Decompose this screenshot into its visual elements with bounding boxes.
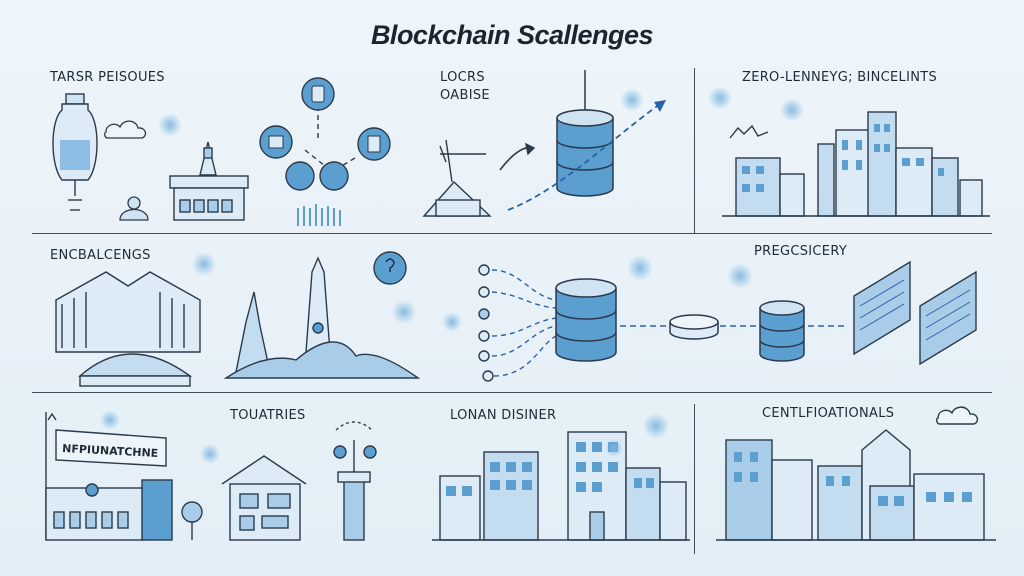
house-illustration: [221, 455, 307, 541]
factory-illustration: [169, 141, 249, 221]
lab-flask-illustration: [52, 93, 98, 211]
construction-site-illustration: [422, 139, 536, 217]
panel-label-centl: CENTLFIOATIONALS: [762, 406, 895, 421]
panel-label-encbalcengs: ENCBALCENGS: [50, 248, 151, 263]
node-bottom-right-icon: [319, 161, 349, 191]
city-skyline-top: [722, 111, 990, 217]
node-network: [259, 77, 391, 226]
panel-label-oabise: OABISE: [440, 88, 490, 103]
pavilion-illustration: [55, 271, 201, 387]
diagram-title: Blockchain Scallenges: [370, 20, 654, 50]
panel-label-tarsr: TARSR PEISOUES: [50, 70, 165, 85]
panel-label-zero: ZERO-LENNEYG; BINCELINTS: [742, 70, 938, 85]
panel-label-locrs: LOCRS: [440, 70, 485, 85]
tower-landmark-illustration: [223, 251, 421, 379]
city-skyline-bottom: [432, 431, 690, 541]
panel-label-touatries: TOUATRIES: [230, 408, 306, 423]
ledger-panels-illustration: [853, 260, 977, 366]
office-building-left: [45, 479, 203, 541]
row-divider-1: [32, 233, 992, 234]
monument-illustration: [333, 421, 377, 541]
cloud-icon: [104, 120, 147, 139]
glow-bubbles: [100, 86, 804, 464]
column-divider-bottom: [694, 404, 695, 554]
cloud-icon-right: [935, 406, 979, 425]
row-divider-2: [32, 392, 992, 393]
database-icon-top: [556, 70, 614, 197]
data-flow-diagram: [478, 264, 848, 382]
panel-label-pregcsicery: PREGCSICERY: [754, 244, 848, 259]
banner-sign: [45, 412, 167, 540]
gear-icon: [119, 196, 149, 221]
townhouse-illustration: [716, 406, 996, 541]
banner-sign-text: NFPIUNATCHNE: [62, 442, 159, 460]
node-bottom-left-icon: [285, 161, 315, 191]
panel-label-lonan: LONAN DISINER: [450, 408, 557, 423]
arrow-up-right: [507, 103, 661, 211]
column-divider-top: [694, 68, 695, 233]
